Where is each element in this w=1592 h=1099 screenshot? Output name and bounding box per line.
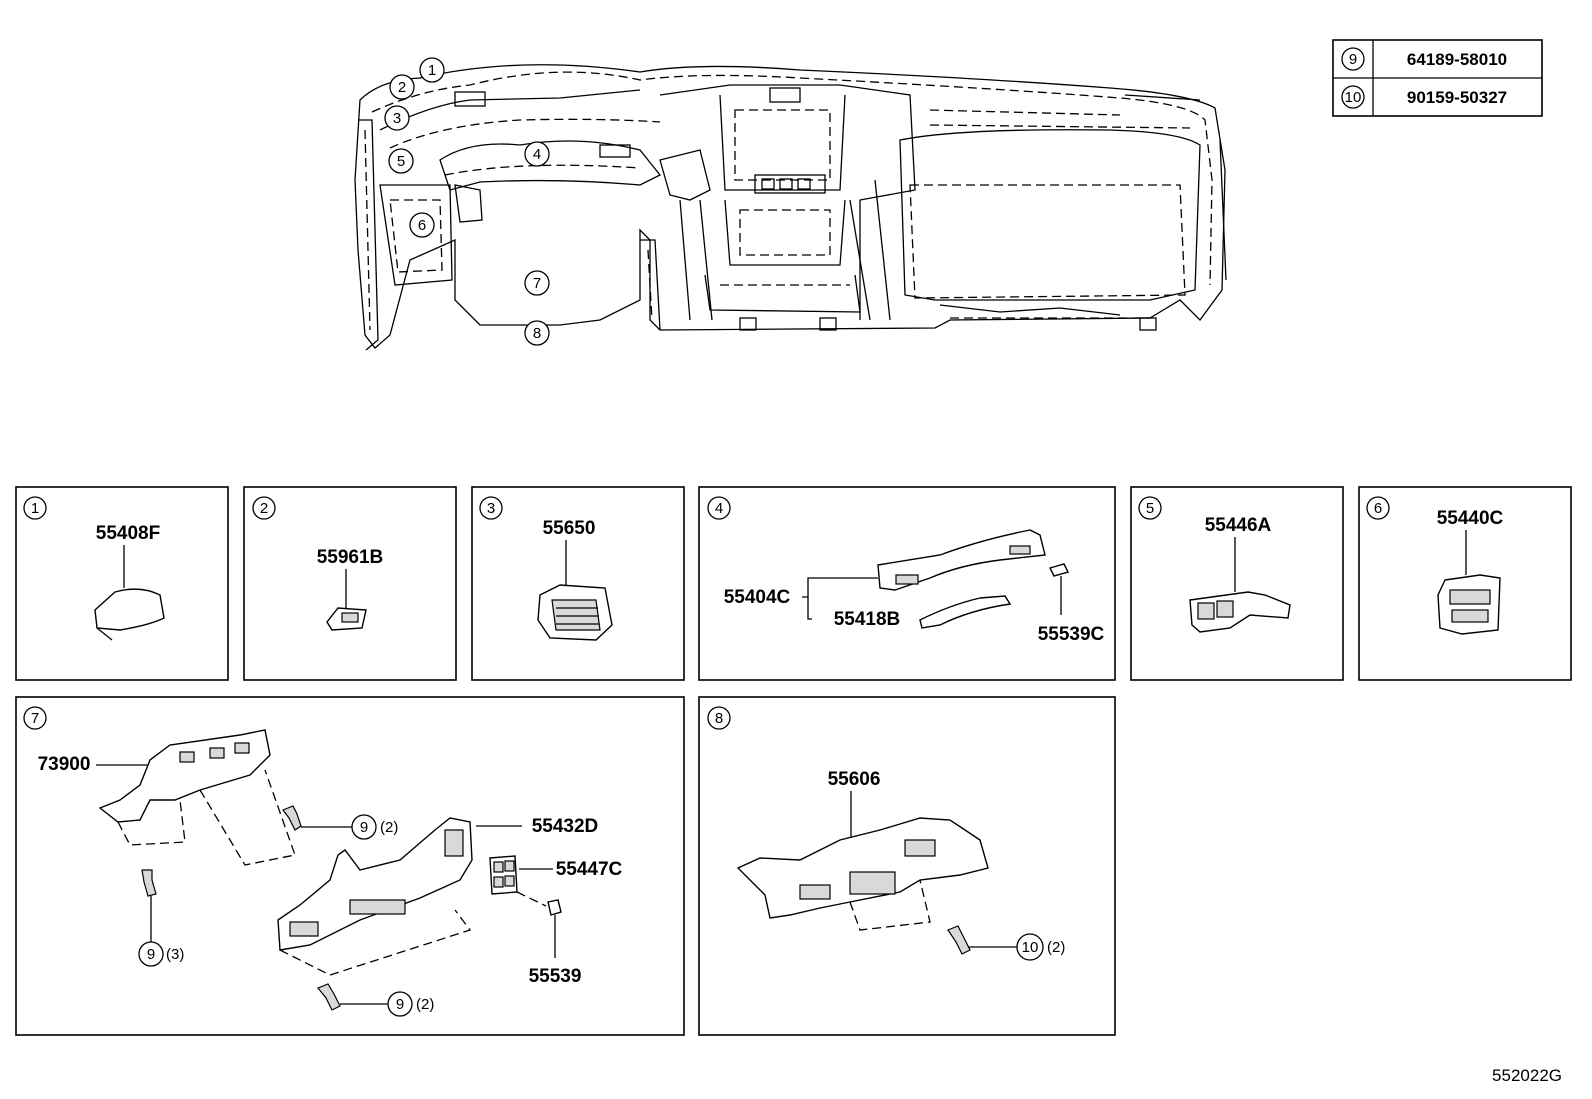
- svg-text:10: 10: [1022, 939, 1039, 956]
- svg-text:8: 8: [533, 325, 541, 342]
- part-drawing-73900: [98, 729, 271, 823]
- table-row-9: 9 64189-58010: [1341, 47, 1507, 71]
- diagram-code: 552022G: [1492, 1066, 1562, 1085]
- svg-text:90159-50327: 90159-50327: [1407, 88, 1507, 107]
- svg-text:2: 2: [398, 79, 406, 96]
- svg-text:4: 4: [533, 146, 541, 163]
- part-number-55539: 55539: [529, 966, 582, 987]
- overview-callout-1: 1: [419, 57, 445, 83]
- part-drawing-55408F: [94, 588, 165, 631]
- dashboard-overview-drawing: [354, 64, 1227, 351]
- overview-callout-2: 2: [389, 74, 415, 100]
- svg-text:5: 5: [1146, 500, 1154, 517]
- fastener-9-left: 9 (3): [138, 869, 184, 967]
- part-number-55418B: 55418B: [834, 609, 901, 630]
- svg-text:(2): (2): [416, 996, 434, 1013]
- svg-text:1: 1: [428, 62, 436, 79]
- part-drawing-55418B: [919, 595, 1012, 629]
- svg-text:9: 9: [360, 819, 368, 836]
- fastener-parts-table: 9 64189-58010 10 90159-50327: [1332, 39, 1543, 117]
- part-number-55404C: 55404C: [724, 587, 791, 608]
- svg-text:(2): (2): [1047, 939, 1065, 956]
- panel-2: 2 55961B: [243, 486, 457, 681]
- svg-text:1: 1: [31, 500, 39, 517]
- overview-callout-5: 5: [388, 148, 414, 174]
- overview-callout-4: 4: [524, 141, 550, 167]
- part-number-55650: 55650: [543, 518, 596, 539]
- svg-text:9: 9: [147, 946, 155, 963]
- svg-text:5: 5: [397, 153, 405, 170]
- panel-3: 3 55650: [471, 486, 685, 681]
- part-number-55432D: 55432D: [532, 816, 599, 837]
- fastener-9-lower: 9 (2): [317, 983, 434, 1017]
- svg-text:3: 3: [487, 500, 495, 517]
- panel-1: 1 55408F: [15, 486, 229, 681]
- overview-callout-3: 3: [384, 105, 410, 131]
- part-number-55606: 55606: [828, 769, 881, 790]
- svg-text:(3): (3): [166, 946, 184, 963]
- part-drawing-55404C: [877, 529, 1046, 591]
- part-drawing-55606: [736, 817, 989, 919]
- svg-text:10: 10: [1345, 89, 1362, 106]
- overview-callout-8: 8: [524, 320, 550, 346]
- part-drawing-55539: [547, 899, 562, 916]
- panel-7: 7 73900 55432D 55447C 55539 9: [15, 696, 685, 1036]
- svg-text:7: 7: [533, 275, 541, 292]
- part-number-55440C: 55440C: [1437, 508, 1504, 529]
- part-drawing-55432D: [277, 817, 473, 951]
- svg-text:8: 8: [715, 710, 723, 727]
- part-number-73900: 73900: [38, 754, 91, 775]
- svg-text:2: 2: [260, 500, 268, 517]
- panel-8: 8 55606 10 (2): [698, 696, 1116, 1036]
- panel-6: 6 55440C: [1358, 486, 1572, 681]
- svg-text:7: 7: [31, 710, 39, 727]
- panel-5: 5 55446A: [1130, 486, 1344, 681]
- svg-text:(2): (2): [380, 819, 398, 836]
- table-row-10: 10 90159-50327: [1341, 85, 1507, 109]
- fastener-9-upper: 9 (2): [282, 805, 398, 840]
- svg-text:64189-58010: 64189-58010: [1407, 50, 1507, 69]
- svg-text:6: 6: [418, 217, 426, 234]
- part-number-55961B: 55961B: [317, 547, 384, 568]
- svg-text:9: 9: [396, 996, 404, 1013]
- part-number-55539C: 55539C: [1038, 624, 1105, 645]
- part-number-55446A: 55446A: [1205, 515, 1272, 536]
- svg-text:9: 9: [1349, 51, 1357, 68]
- part-number-55447C: 55447C: [556, 859, 623, 880]
- svg-text:4: 4: [715, 500, 723, 517]
- svg-text:3: 3: [393, 110, 401, 127]
- part-number-55408F: 55408F: [96, 523, 160, 544]
- svg-text:6: 6: [1374, 500, 1382, 517]
- part-drawing-55446A: [1189, 591, 1291, 633]
- part-drawing-55539C: [1048, 563, 1070, 577]
- panel-4: 4 55404C 55418B 55539C: [698, 486, 1116, 681]
- overview-callout-7: 7: [524, 270, 550, 296]
- fastener-10: 10 (2): [947, 925, 1065, 961]
- overview-callout-6: 6: [409, 212, 435, 238]
